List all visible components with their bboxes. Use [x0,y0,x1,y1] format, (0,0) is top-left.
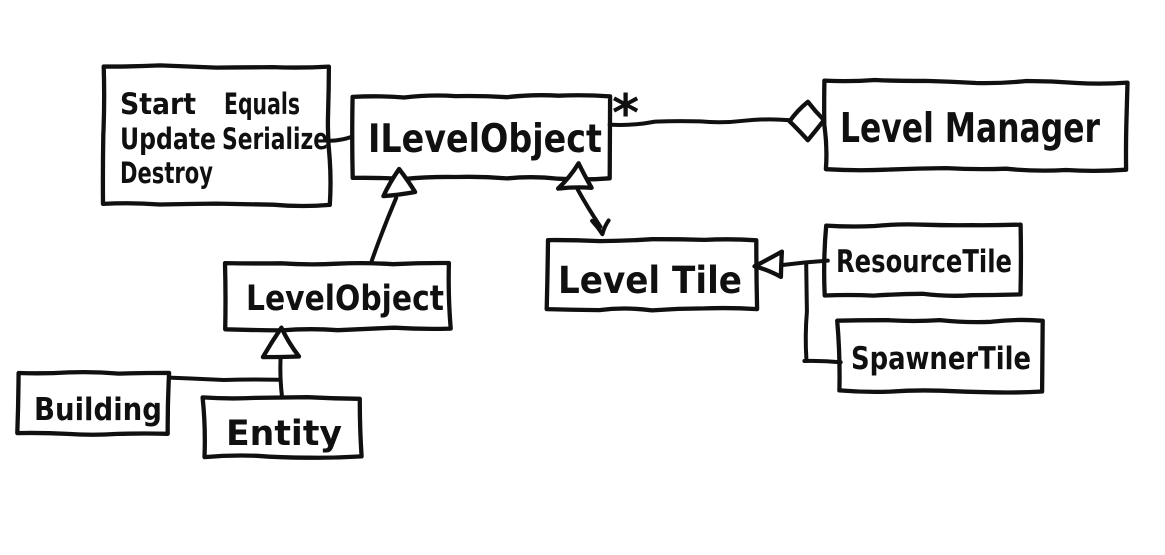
inheritance-line-leveltile [575,187,603,229]
aggregation-diamond-icon [787,99,827,143]
building-inherit-line [167,375,281,382]
leveltile-arrowhead [590,218,611,237]
class-box-levelobject [222,260,453,333]
multiplicity-asterisk: * [612,84,639,144]
class-label-entity: Entity [226,414,342,454]
methods-note: Start Equals Update Serialize Destroy [100,63,333,209]
method-label-serialize: Serialize [222,122,328,156]
note-connector-line [327,134,355,143]
method-label-destroy: Destroy [120,156,213,190]
inheritance-triangle-levelobject-icon [381,166,418,199]
class-label-building: Building [34,392,162,428]
class-box-leveltile [544,237,760,313]
resourcetile-inherit-line [779,258,830,268]
class-label-levelobject: LevelObject [246,279,444,319]
inheritance-line-levelobject [369,195,399,265]
aggregation-line [607,117,791,127]
methods-note-box [100,63,333,209]
class-node-ilevelobject: ILevelObject [350,93,613,182]
inheritance-triangle-leveltile-icon [555,161,594,191]
method-label-start: Start [120,87,196,121]
inheritance-triangle-entity-building-icon [260,325,302,360]
class-node-entity: Entity [200,395,364,460]
class-box-levelmanager [822,77,1130,174]
class-node-levelobject: LevelObject [222,260,453,333]
class-box-entity [200,395,364,460]
class-box-building [15,369,172,437]
class-label-resourcetile: ResourceTile [836,244,1012,280]
class-node-building: Building [15,369,172,437]
class-label-levelmanager: Level Manager [840,104,1101,152]
class-label-spawnertile: SpawnerTile [851,341,1031,377]
method-label-equals: Equals [224,87,300,121]
class-node-resourcetile: ResourceTile [822,222,1024,298]
class-box-resourcetile [822,222,1024,298]
entity-inherit-stem [278,355,285,400]
inheritance-triangle-tiles-icon [752,249,785,280]
class-box-spawnertile [835,317,1045,395]
tile-junction-vertical-line [803,261,809,362]
class-node-levelmanager: Level Manager [822,77,1130,174]
class-node-leveltile: Level Tile [544,237,760,313]
class-label-ilevelobject: ILevelObject [368,117,602,162]
spawnertile-inherit-line [802,358,843,365]
class-label-leveltile: Level Tile [558,259,742,302]
method-label-update: Update [120,122,216,156]
class-node-spawnertile: SpawnerTile [835,317,1045,395]
